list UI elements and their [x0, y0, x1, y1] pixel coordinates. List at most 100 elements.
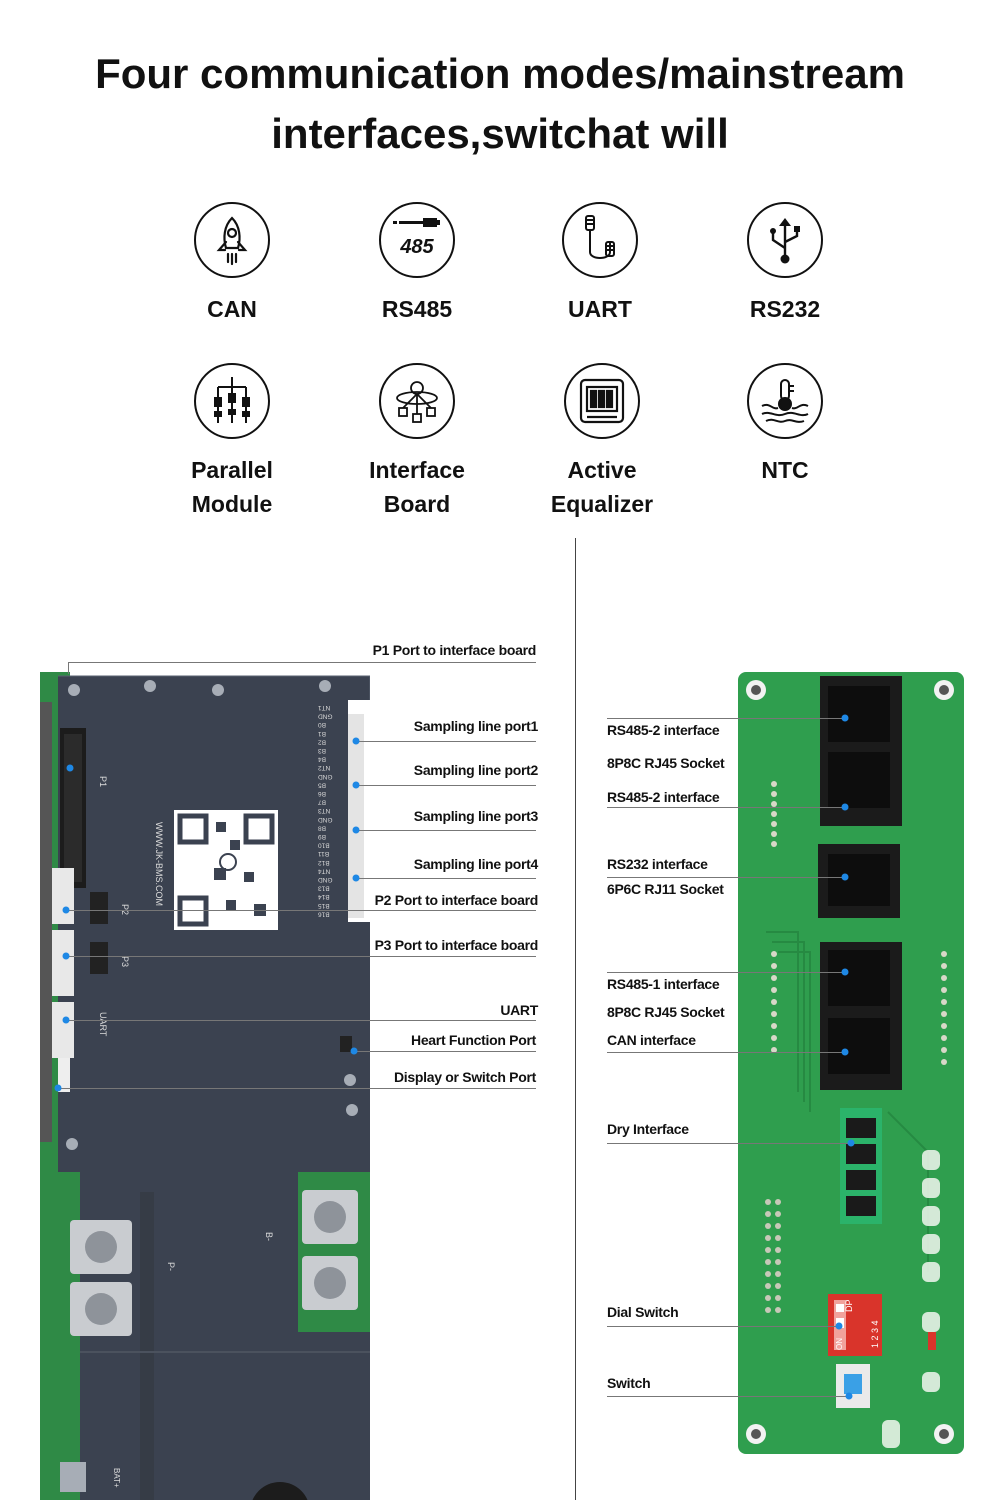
- heart-port: [340, 1036, 352, 1052]
- parallel-module-icon: [194, 363, 270, 439]
- pin-label: B13: [318, 885, 330, 892]
- callout-sampling-1: Sampling line port1: [413, 718, 539, 734]
- thermometer-icon: [747, 363, 823, 439]
- section-divider: [575, 538, 576, 1500]
- pin-label: B12: [318, 859, 330, 866]
- feature-parallel-module: Parallel Module: [142, 363, 322, 521]
- silk-url: WWW.JK-BMS.COM: [154, 822, 164, 906]
- callout-rs485-2-b: RS485-2 interface: [607, 789, 720, 805]
- pcb-side-connector: [40, 702, 52, 1142]
- callout-line: [58, 1088, 536, 1089]
- feature-label: Parallel Module: [191, 457, 273, 517]
- callout-line: [607, 1052, 845, 1053]
- feature-can: CAN: [142, 202, 322, 326]
- pin-label: GND: [318, 876, 333, 883]
- silk-dip: DP: [844, 1299, 854, 1312]
- pin-label: B11: [318, 850, 329, 857]
- pin-label: B0: [318, 721, 326, 728]
- silk-p-minus: P-: [166, 1262, 176, 1271]
- silk-dip-nums: 1 2 3 4: [870, 1320, 880, 1348]
- callout-rj45-b: 8P8C RJ45 Socket: [607, 1004, 725, 1020]
- feature-label: Active Equalizer: [550, 457, 654, 517]
- silk-p2: P2: [120, 904, 130, 915]
- callout-line: [354, 878, 536, 879]
- silk-p1: P1: [98, 776, 108, 787]
- pin-label: B10: [318, 842, 330, 849]
- pin-label: B14: [318, 893, 330, 900]
- title-line-2: interfaces,switchat will: [271, 110, 729, 157]
- feature-label: NTC: [761, 457, 809, 483]
- p2-port: [52, 868, 74, 924]
- rs485-connector-icon: 485: [379, 202, 455, 278]
- feature-rs485: 485 RS485: [327, 202, 507, 326]
- sampling-ports: [348, 714, 364, 918]
- pin-label: B7: [318, 799, 326, 806]
- pin-label: B15: [318, 902, 330, 909]
- interface-board-icon: [379, 363, 455, 439]
- pin-label: NT3: [318, 807, 331, 814]
- pin-label: NT1: [318, 704, 331, 711]
- callout-line: [354, 1051, 536, 1052]
- pin-label: NT4: [318, 867, 331, 874]
- pin-label: NT2: [318, 764, 331, 771]
- rocket-icon: [194, 202, 270, 278]
- silk-p3: P3: [120, 956, 130, 967]
- rs485-glyph: 485: [399, 236, 434, 258]
- pin-label: B1: [318, 730, 326, 737]
- callout-rj11: 6P6C RJ11 Socket: [607, 881, 724, 897]
- callout-line: [66, 956, 536, 957]
- callout-sampling-4: Sampling line port4: [413, 856, 539, 872]
- p3-port: [52, 930, 74, 996]
- callout-display-port: Display or Switch Port: [394, 1069, 536, 1085]
- feature-uart: UART: [510, 202, 690, 326]
- callout-p1: P1 Port to interface board: [372, 642, 537, 658]
- equalizer-icon: [564, 363, 640, 439]
- callout-line: [607, 877, 845, 878]
- callout-line: [68, 662, 536, 663]
- feature-label: Interface Board: [369, 457, 465, 517]
- pin-label: B3: [318, 747, 326, 754]
- feature-interface-board: Interface Board: [327, 363, 507, 521]
- interface-board-image: DP ON 1 2 3 4: [738, 672, 964, 1454]
- display-port: [58, 1058, 70, 1092]
- callout-line: [354, 830, 536, 831]
- pin-labels: NT1GNDB0B1B2B3B4NT2GNDB5B6B7NT3GNDB8B9B1…: [318, 704, 333, 917]
- uart-port: [52, 1002, 74, 1058]
- pin-label: B6: [318, 790, 326, 797]
- callout-sampling-3: Sampling line port3: [413, 808, 539, 824]
- callout-line: [607, 1326, 839, 1327]
- callout-rj45-a: 8P8C RJ45 Socket: [607, 755, 725, 771]
- callout-rs485-2-a: RS485-2 interface: [607, 722, 720, 738]
- feature-label: RS232: [749, 296, 821, 322]
- callout-heart-port: Heart Function Port: [411, 1032, 536, 1048]
- silk-on: ON: [835, 1338, 844, 1350]
- callout-line: [607, 807, 845, 808]
- callout-line: [607, 718, 845, 719]
- pin-label: GND: [318, 816, 333, 823]
- silk-b-minus: B-: [264, 1232, 274, 1241]
- callout-rs485-1: RS485-1 interface: [607, 976, 720, 992]
- title-line-1: Four communication modes/mainstream: [95, 50, 905, 97]
- pin-label: B16: [318, 910, 330, 917]
- pin-label: B5: [318, 781, 326, 788]
- pin-label: GND: [318, 713, 333, 720]
- callout-p2: P2 Port to interface board: [374, 892, 539, 908]
- callout-line: [354, 785, 536, 786]
- callout-line: [66, 910, 536, 911]
- callout-p3: P3 Port to interface board: [374, 937, 539, 953]
- feature-rs232: RS232: [695, 202, 875, 326]
- feature-label: CAN: [207, 296, 257, 322]
- uart-cable-icon: [562, 202, 638, 278]
- callout-dry-interface: Dry Interface: [607, 1121, 689, 1137]
- callout-can: CAN interface: [607, 1032, 696, 1048]
- silk-uart: UART: [98, 1012, 108, 1037]
- callout-line: [68, 662, 69, 674]
- callout-rs232: RS232 interface: [607, 856, 708, 872]
- feature-label: RS485: [381, 296, 453, 322]
- callout-line: [607, 1396, 849, 1397]
- callout-uart: UART: [500, 1002, 538, 1018]
- callout-switch: Switch: [607, 1375, 651, 1391]
- feature-active-equalizer: Active Equalizer: [512, 363, 692, 521]
- pin-label: B8: [318, 824, 326, 831]
- callout-line: [607, 1143, 851, 1144]
